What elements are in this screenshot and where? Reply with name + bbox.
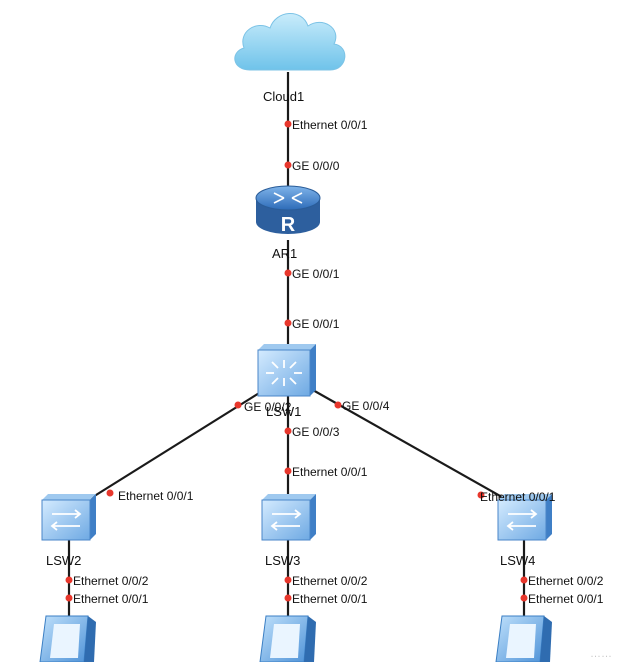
port-dot xyxy=(284,427,292,435)
router-icon[interactable]: R xyxy=(255,185,321,236)
pc2-icon[interactable] xyxy=(259,615,316,662)
port-label-lsw1-ge004: GE 0/0/4 xyxy=(342,399,390,413)
port-dot xyxy=(334,401,342,409)
ar1-label: AR1 xyxy=(272,246,298,261)
lsw1-label: LSW1 xyxy=(266,404,302,419)
router-glyph: R xyxy=(281,214,296,236)
core-switch-icon[interactable] xyxy=(257,344,316,397)
port-label-lsw1-ge001: GE 0/0/1 xyxy=(292,317,340,331)
cloud-icon[interactable] xyxy=(234,13,346,71)
pc3-icon[interactable] xyxy=(495,615,552,662)
port-dot xyxy=(520,576,528,584)
port-dot xyxy=(284,269,292,277)
port-label-lsw3-down: Ethernet 0/0/2 xyxy=(292,574,368,588)
port-label-pc2-eth: Ethernet 0/0/1 xyxy=(292,592,368,606)
lsw3-label: LSW3 xyxy=(265,553,301,568)
port-label-lsw4-up: Ethernet 0/0/1 xyxy=(480,490,556,504)
lsw4-label: LSW4 xyxy=(500,553,536,568)
port-dot xyxy=(520,594,528,602)
port-label-lsw1-ge003: GE 0/0/3 xyxy=(292,425,340,439)
port-dot xyxy=(65,576,73,584)
port-label-lsw4-down: Ethernet 0/0/2 xyxy=(528,574,604,588)
lsw2-label: LSW2 xyxy=(46,553,82,568)
watermark: …… xyxy=(590,648,612,660)
port-dot xyxy=(284,161,292,169)
port-dot xyxy=(106,489,114,497)
port-label-lsw2-up: Ethernet 0/0/1 xyxy=(118,489,194,503)
port-label-lsw2-down: Ethernet 0/0/2 xyxy=(73,574,149,588)
port-label-pc1-eth: Ethernet 0/0/1 xyxy=(73,592,149,606)
port-dots xyxy=(65,120,528,602)
port-dot xyxy=(284,594,292,602)
port-dot xyxy=(477,491,485,499)
port-dot xyxy=(284,319,292,327)
cloud1-label: Cloud1 xyxy=(263,89,305,104)
port-dot xyxy=(284,120,292,128)
port-label-lsw1-ge002: GE 0/0/2 xyxy=(244,400,292,414)
switch-lsw2-icon[interactable] xyxy=(41,494,96,541)
port-label-pc3-eth: Ethernet 0/0/1 xyxy=(528,592,604,606)
pc1-icon[interactable] xyxy=(39,615,96,662)
switch-lsw4-icon[interactable] xyxy=(497,494,552,541)
port-label-cloud-eth: Ethernet 0/0/1 xyxy=(292,118,368,132)
switch-lsw3-icon[interactable] xyxy=(261,494,316,541)
port-dot xyxy=(284,467,292,475)
port-label-ar1-ge000: GE 0/0/0 xyxy=(292,159,340,173)
port-label-ar1-ge001: GE 0/0/1 xyxy=(292,267,340,281)
port-dot xyxy=(65,594,73,602)
port-dot xyxy=(234,401,242,409)
port-dot xyxy=(284,576,292,584)
port-label-lsw3-up: Ethernet 0/0/1 xyxy=(292,465,368,479)
